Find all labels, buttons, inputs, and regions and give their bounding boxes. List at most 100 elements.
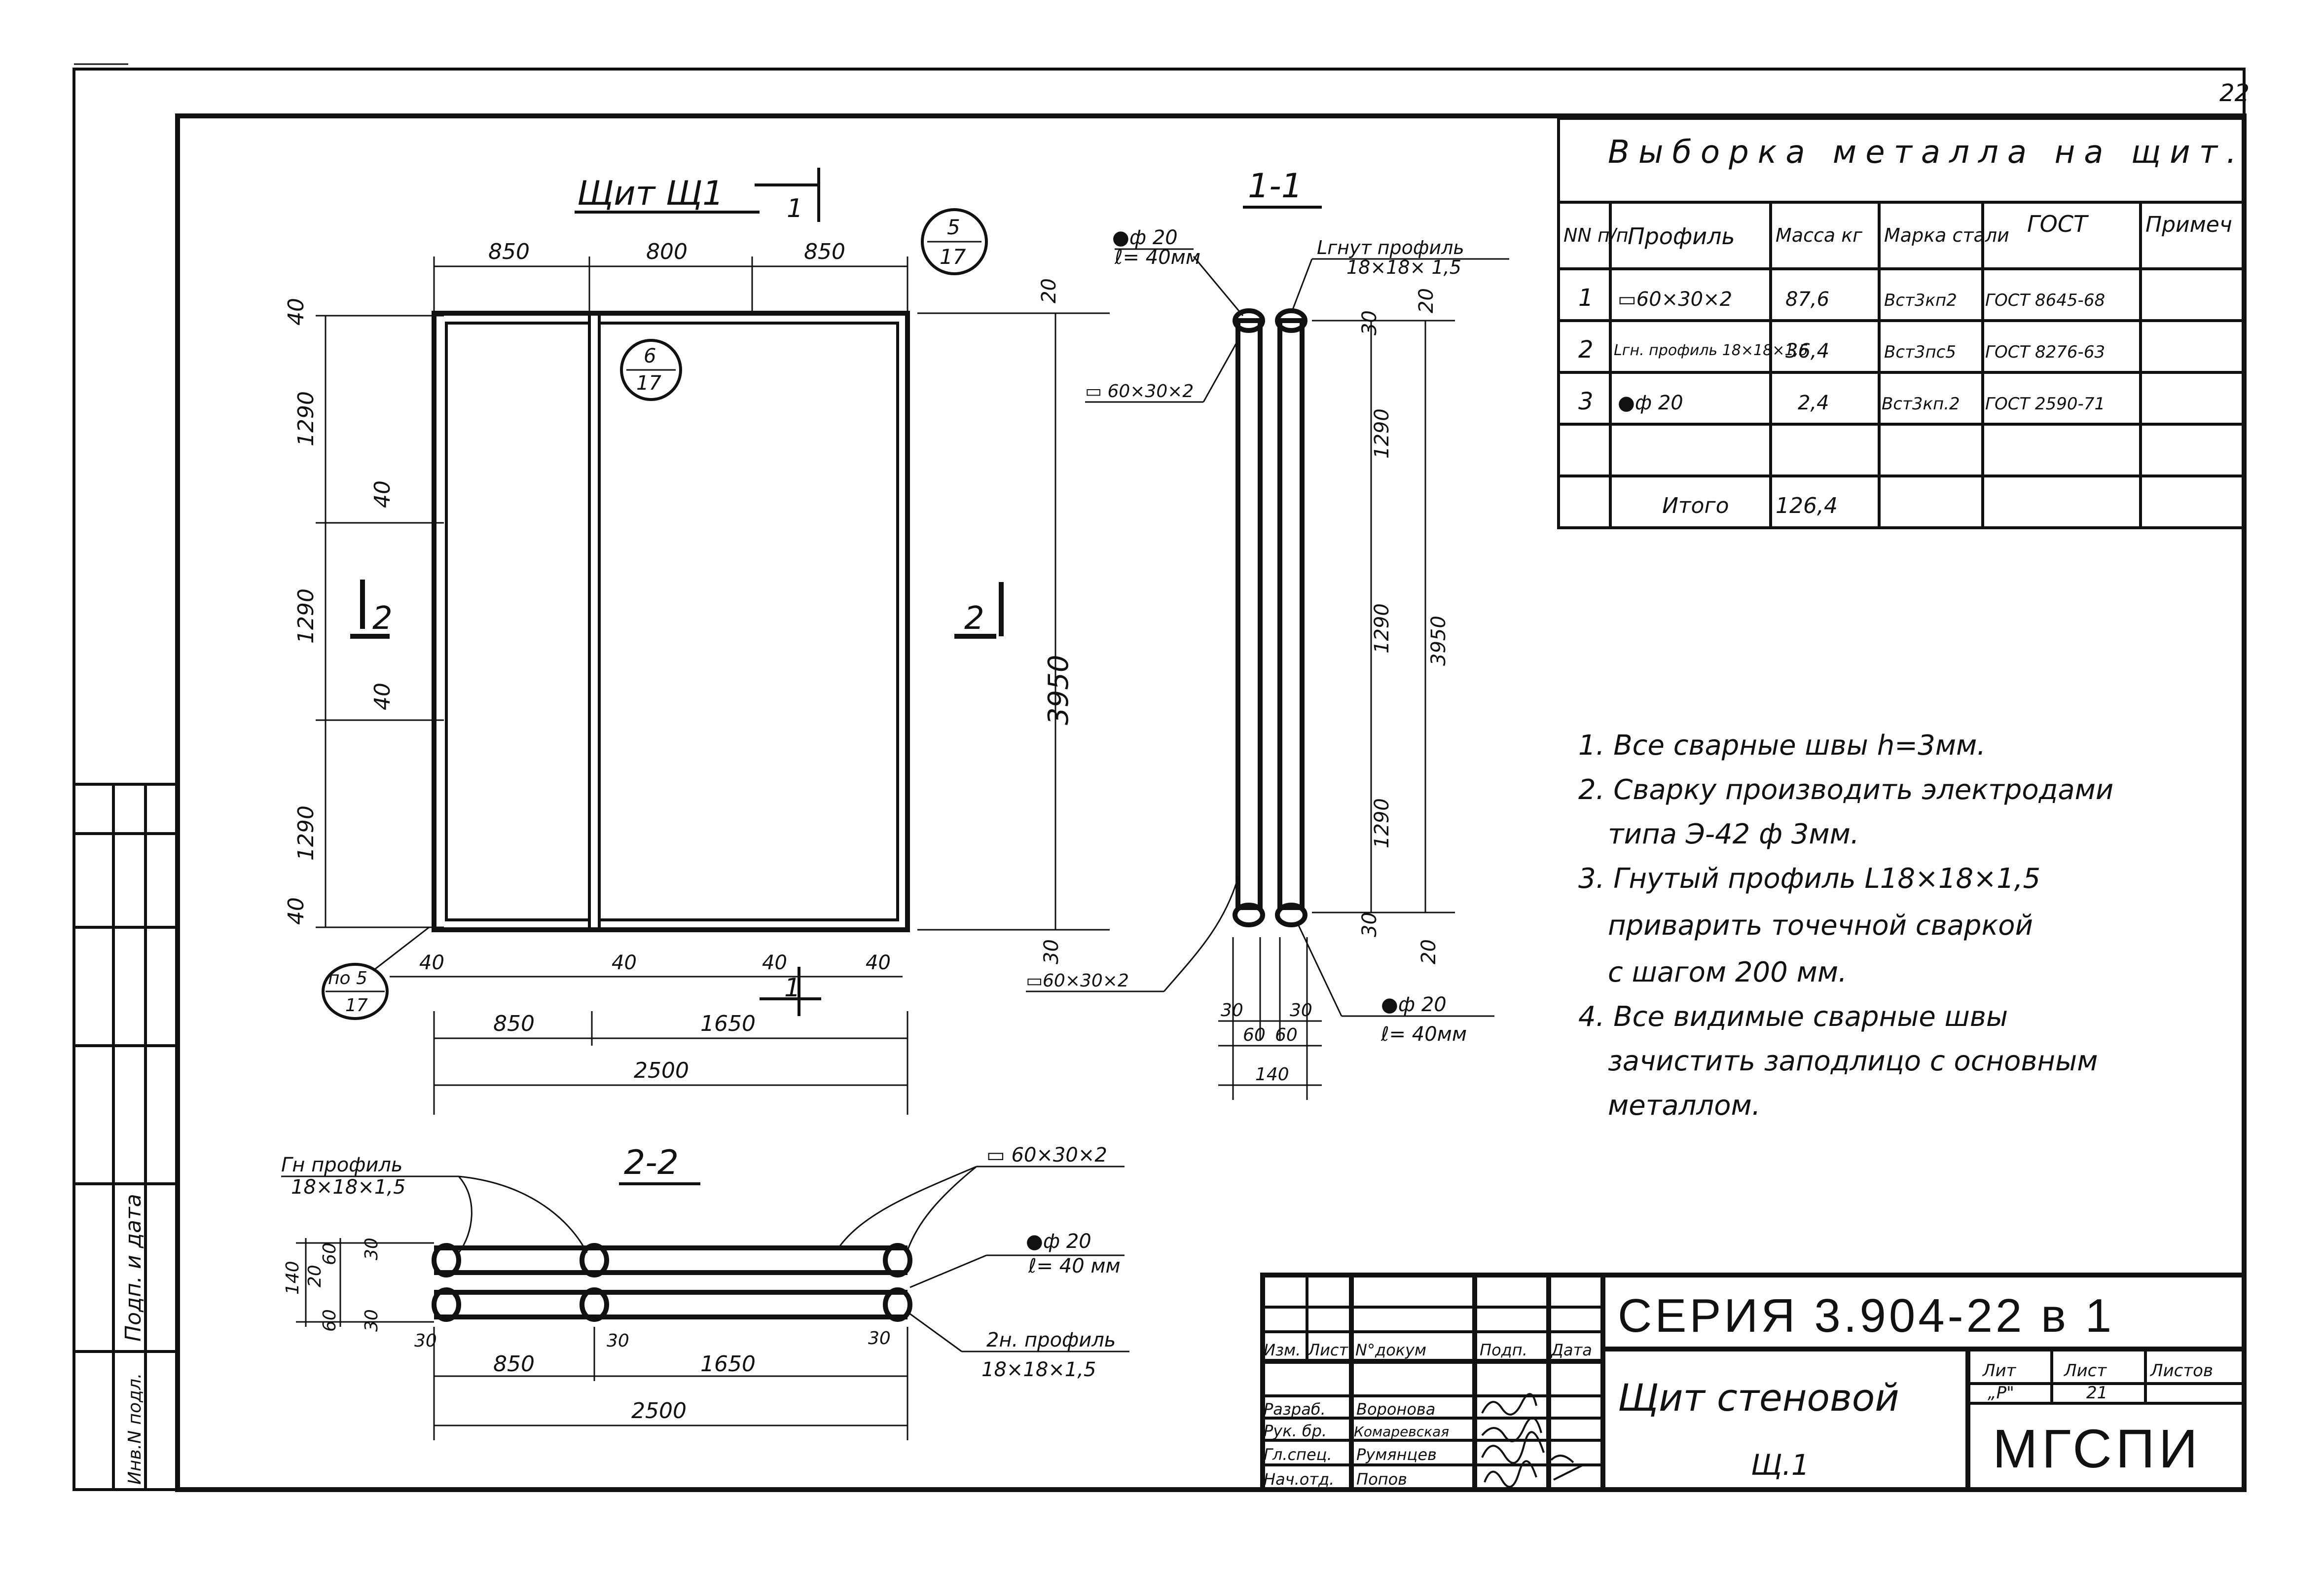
callout-6: 6 [644,345,656,367]
table-total-value: 126,4 [1776,493,1838,518]
dim-bottom-2500: 2500 [634,1058,689,1083]
section-22-dim-60-b: 60 [320,1309,340,1332]
dim-bottom-850: 850 [493,1011,535,1036]
section-1-1: 1-1 ●ф 20 ℓ= 40мм Lгнут профиль 18×18× 1… [1026,167,1509,1100]
callout-5: 5 [947,215,960,239]
tb-col-doc: N°докум [1355,1341,1426,1359]
section-11-dim-b30-b: 30 [1290,1000,1312,1021]
section-22-dim-s30-a: 30 [414,1331,437,1351]
tb-name: Щит стеновой [1618,1376,1899,1420]
tb-sheets-header: Листов [2149,1361,2213,1381]
section-11-rod-len: ℓ= 40мм [1114,246,1200,269]
section-22-dim-850: 850 [493,1351,535,1377]
tb-col-list: Лист [1307,1341,1348,1359]
tb-col-izm: Изм. [1264,1341,1301,1359]
dim-top-800: 800 [646,239,688,264]
dim-bot-40-2: 40 [612,951,637,974]
section-22-dim-2500: 2500 [631,1398,687,1424]
tb-role-2: Рук. бр. [1264,1422,1327,1440]
callout-17: 17 [940,245,966,269]
section-22-title: 2-2 [624,1143,679,1182]
section-11-tube-label: ▭ 60×30×2 [1085,381,1194,402]
section-11-title: 1-1 [1248,167,1303,206]
table-header-mass: Масса кг [1776,224,1863,246]
section-11-rod2-len: ℓ= 40мм [1380,1023,1467,1046]
section-11-profile-label: Lгнут профиль [1317,237,1464,258]
table-row1-steel: Вст3кп2 [1884,291,1957,310]
dim-right-3950: 3950 [1043,655,1075,725]
table-header-nn: NN п/п [1563,224,1628,246]
section-11-dim-30-a: 30 [1358,310,1381,335]
section-11-dim-30-b: 30 [1358,912,1381,937]
table-header-note: Примеч [2145,212,2232,237]
table-row3-gost: ГОСТ 2590-71 [1985,394,2105,414]
dim-left-40-1: 40 [284,298,309,326]
notes: 1. Все сварные швы h=3мм. 2. Сварку прои… [1578,730,2113,1122]
dim-bottom-1650: 1650 [700,1011,756,1036]
dim-top-850-b: 850 [804,239,845,264]
tb-lit-header: Лит [1982,1361,2017,1381]
table-row1-mass: 87,6 [1785,288,1829,311]
section-22-profile2-label: 2н. профиль [986,1329,1116,1351]
cut-label-bottom: 1 [784,973,800,1003]
section-mark-right: 2 [964,600,984,637]
dim-left-1290-3: 1290 [293,805,319,861]
note-3c: с шагом 200 мм. [1608,956,1847,988]
tb-role-3: Гл.спец. [1264,1445,1332,1464]
shield-frame-outer [432,311,910,932]
table-row1-gost: ГОСТ 8645-68 [1985,291,2105,310]
side-stamp-sign-date: Подп. и дата [121,1194,146,1342]
shield-frame-inner-right [598,322,899,921]
material-table: Выборка металла на щит. NN п/п Профиль М… [1557,117,2246,529]
section-11-dim-b60-a: 60 [1243,1025,1266,1045]
title-block: Изм. Лист N°докум Подп. Дата Разраб. Вор… [1260,1273,2247,1492]
side-stamp: Подп. и дата Инв.N подл. [73,783,179,1491]
section-11-profile-size: 18×18× 1,5 [1346,256,1461,278]
table-row2-steel: Вст3пс5 [1884,342,1956,362]
tb-col-date: Дата [1550,1341,1592,1359]
section-11-dim-1290-b: 1290 [1371,603,1393,654]
dim-left-40-4: 40 [284,897,309,925]
section-22-rod-label: ●ф 20 [1026,1230,1091,1253]
shield-title: Щит Щ1 [577,174,724,213]
tb-sheet-header: Лист [2063,1361,2107,1381]
section-11-tube-bottom-label: ▭60×30×2 [1026,971,1129,991]
dim-left-1290-1: 1290 [293,391,319,446]
section-22-dim-1650: 1650 [700,1351,756,1377]
dim-top-850-a: 850 [488,239,530,264]
section-22-nodes [432,1243,912,1322]
table-row3-nn: 3 [1578,388,1594,415]
shield-frame-inner-left [445,322,591,921]
section-11-dim-1290-c: 1290 [1371,798,1393,848]
section-22-profile2-size: 18×18×1,5 [981,1358,1096,1381]
section-22-dim-s30-b: 30 [607,1331,629,1351]
note-2: 2. Сварку производить электродами [1578,774,2113,806]
tb-role-1: Разраб. [1264,1400,1326,1419]
tb-lit-value: „Р" [1988,1383,2014,1403]
section-2-2: 2-2 Гн профиль 18×18×1,5 ▭ 60×30×2 ●ф 20… [281,1143,1129,1440]
section-22-tube-label: ▭ 60×30×2 [986,1144,1107,1167]
tb-name-4: Попов [1356,1470,1407,1489]
table-header-profile: Профиль [1628,223,1735,250]
section-11-dim-b140: 140 [1255,1064,1289,1085]
dim-bot-40-4: 40 [866,951,891,974]
table-row1-profile: ▭60×30×2 [1618,288,1732,311]
section-22-dim-140: 140 [283,1261,303,1295]
shield-view: Щит Щ1 1 5 17 6 17 850 800 850 [284,168,1110,1115]
callout-6-17: 17 [636,372,661,395]
section-11-rod2-label: ●ф 20 [1381,993,1447,1016]
shield-cut-label: 1 [787,194,803,223]
section-22-dim-20: 20 [305,1265,325,1287]
dim-bot-40-3: 40 [762,951,787,974]
tb-sheet-value: 21 [2086,1383,2107,1403]
tb-col-sign: Подп. [1480,1341,1527,1359]
section-11-dim-1290-a: 1290 [1371,408,1393,459]
section-22-dim-30-b: 30 [362,1309,382,1332]
section-11-rod-label: ●ф 20 [1112,226,1178,249]
section-22-profile-label: Гн профиль [281,1154,403,1176]
section-mark-left: 2 [372,600,393,637]
note-2b: типа Э-42 ф 3мм. [1608,818,1859,850]
section-11-dim-20-c: 20 [1417,939,1440,964]
section-11-dim-b60-b: 60 [1275,1025,1298,1045]
